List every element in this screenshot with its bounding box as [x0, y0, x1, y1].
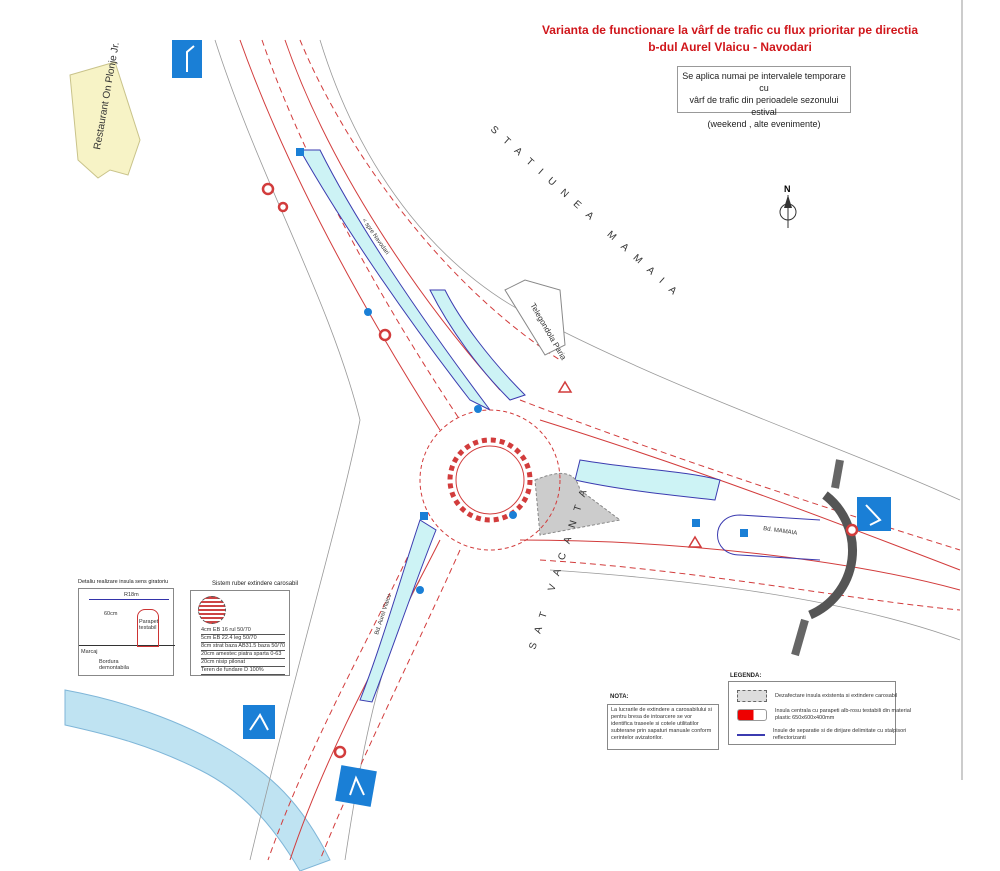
- radius-label: R18m: [124, 592, 139, 598]
- legend-title: LEGENDA:: [730, 673, 762, 679]
- ruber-layer: 20cm nisip pilonat: [201, 659, 286, 667]
- island-east: [574, 459, 721, 501]
- ruber-layer: 5cm EB 22.4 leg 50/70: [201, 635, 286, 643]
- red-white-parapet-icon: [737, 709, 767, 721]
- u-turn-lane: [717, 514, 821, 561]
- info-sign: [296, 148, 748, 594]
- island-north-2: [429, 289, 526, 401]
- north-arrow-icon: N: [779, 184, 797, 228]
- demolished-island: [534, 472, 622, 536]
- legend-item: Insule de separatie si de dirijare delim…: [737, 728, 913, 742]
- width-label: 60cm: [104, 611, 118, 617]
- applicability-note: Se aplica numai pe intervalele temporare…: [677, 66, 851, 129]
- layer-section-icon: [198, 596, 226, 624]
- note-line: vârf de trafic din perioadele sezonului …: [689, 95, 839, 117]
- legend-item: Insula centrala cu parapeti alb-rosu tes…: [737, 708, 915, 722]
- roundabout-outer: [419, 409, 561, 551]
- detail-ruber-title: Sistem ruber extindere carosabil: [212, 581, 299, 587]
- lane-lines: [239, 39, 961, 861]
- island-south: [359, 519, 437, 703]
- legend-text: Insula centrala cu parapeti alb-rosu tes…: [775, 708, 912, 721]
- gondola-arc: [808, 491, 857, 620]
- direction-sign-east: [857, 497, 891, 531]
- title-line1: Varianta de functionare la vârf de trafi…: [541, 23, 919, 37]
- nota-title: NOTA:: [610, 694, 629, 700]
- plan-title: Varianta de functionare la vârf de trafi…: [500, 22, 960, 56]
- warning-sign: [557, 380, 703, 548]
- note-line: (weekend , alte evenimente): [707, 119, 821, 129]
- direction-sign-north: [172, 40, 202, 78]
- ruber-layer: 20cm amestec piatra sparta 0-63: [201, 651, 286, 659]
- marcaj-label: Marcaj: [81, 649, 98, 655]
- restaurant-building: [69, 61, 141, 179]
- bd-mamaia-label: Bd. MAMAIA: [763, 526, 798, 537]
- legend-text: Dezafectare insula existenta si extinder…: [775, 692, 898, 699]
- nota-box: La lucrarile de extindere a carosabilulu…: [607, 704, 719, 750]
- bordura-label: Bordura demontabila: [99, 659, 129, 671]
- ruber-layer: 8cm strat baza AB31.5 baza 50/70: [201, 643, 286, 651]
- prohibition-sign: [261, 182, 859, 759]
- dashed-grey-area-icon: [737, 690, 767, 702]
- detail-island-box: R18m 60cm Parapet testabil Marcaj Bordur…: [78, 588, 175, 676]
- title-line2: b-dul Aurel Vlaicu - Navodari: [648, 40, 812, 54]
- svg-text:N: N: [784, 184, 791, 194]
- detail-island-title: Detaliu realizare insula sens giratoriu: [78, 579, 169, 585]
- river: [64, 689, 331, 871]
- ruber-layer: Teren de fundare D 100%: [201, 667, 286, 675]
- blue-line-icon: [737, 734, 765, 736]
- legend-box: Dezafectare insula existenta si extinder…: [728, 681, 911, 745]
- legend-text: Insule de separatie si de dirijare delim…: [773, 728, 907, 741]
- legend-item: Dezafectare insula existenta si extinder…: [737, 690, 915, 702]
- ruber-layer: 4cm EB 16 rul 50/70: [201, 627, 286, 635]
- note-line: Se aplica numai pe intervalele temporare…: [682, 71, 846, 93]
- telegondola-building: [504, 279, 566, 356]
- direction-sign-south: [335, 765, 377, 807]
- roundabout-island: [447, 437, 533, 523]
- direction-sign-sw: [243, 705, 275, 739]
- parapet-label: Parapet testabil: [139, 619, 159, 631]
